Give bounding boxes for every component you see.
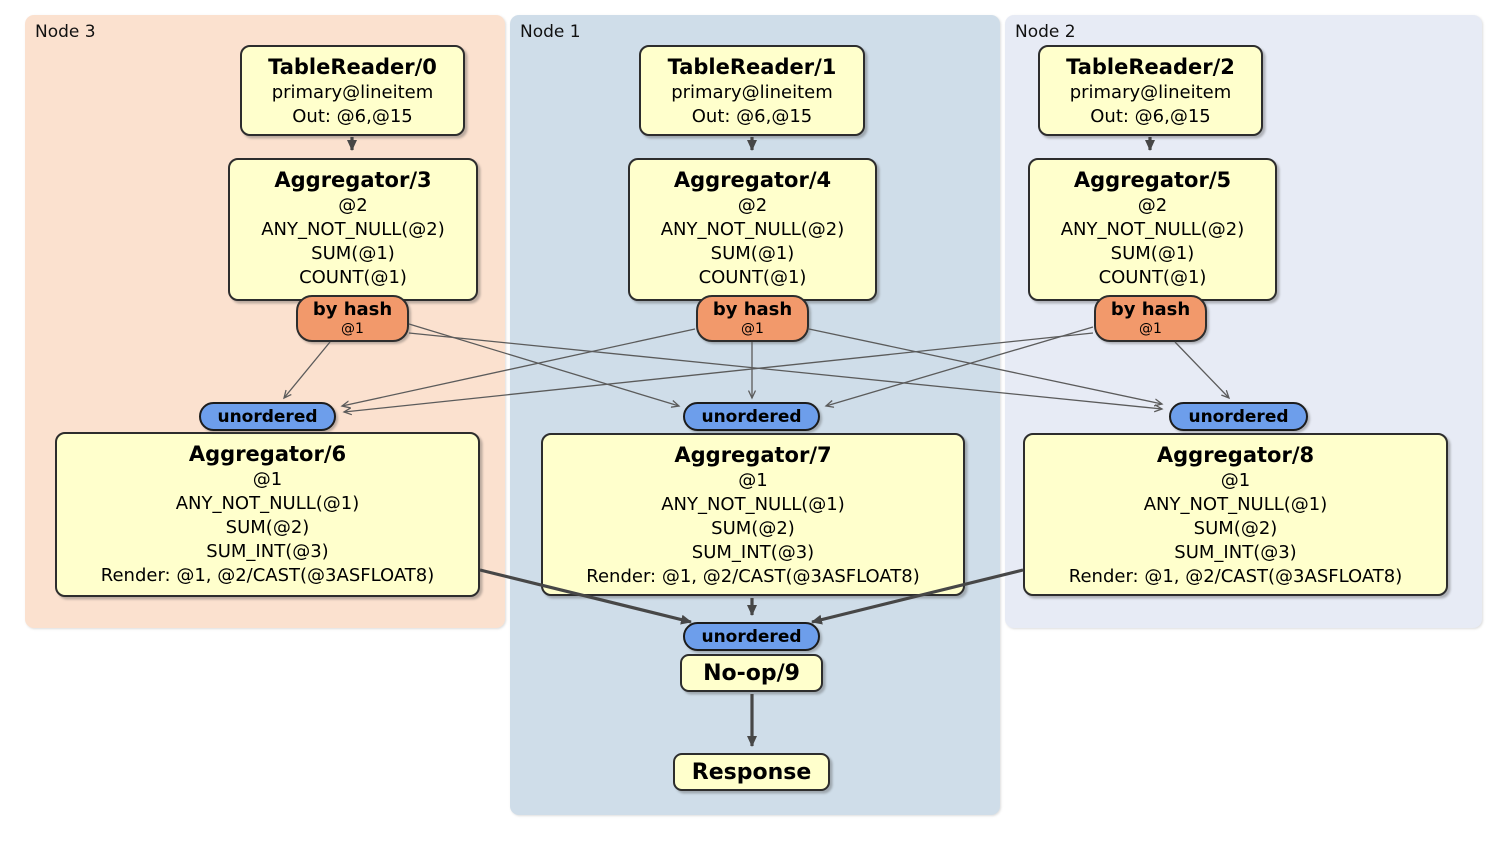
processor-detail: SUM(@1)	[710, 243, 795, 264]
by-hash-router-node1: by hash @1	[696, 295, 809, 342]
processor-title: TableReader/1	[667, 55, 837, 79]
router-detail: @1	[741, 321, 764, 337]
aggregator-4-box: Aggregator/4 @2 ANY_NOT_NULL(@2) SUM(@1)…	[628, 158, 877, 301]
processor-title: Aggregator/7	[674, 443, 832, 467]
processor-detail: ANY_NOT_NULL(@2)	[261, 219, 445, 240]
aggregator-5-box: Aggregator/5 @2 ANY_NOT_NULL(@2) SUM(@1)…	[1028, 158, 1277, 301]
processor-detail: primary@lineitem	[1069, 82, 1232, 103]
processor-detail: primary@lineitem	[271, 82, 434, 103]
node3-label: Node 3	[35, 22, 96, 42]
processor-title: Aggregator/5	[1073, 168, 1232, 192]
router-detail: @1	[341, 321, 364, 337]
router-detail: @1	[1139, 321, 1162, 337]
processor-detail: SUM(@2)	[711, 518, 795, 539]
node2-label: Node 2	[1015, 22, 1076, 42]
response-box: Response	[673, 753, 830, 791]
processor-detail: Render: @1, @2/CAST(@3ASFLOAT8)	[100, 565, 435, 586]
aggregator-3-box: Aggregator/3 @2 ANY_NOT_NULL(@2) SUM(@1)…	[228, 158, 478, 301]
processor-detail: COUNT(@1)	[1098, 267, 1207, 288]
unordered-sync-node2: unordered	[1169, 402, 1308, 431]
processor-detail: SUM_INT(@3)	[206, 541, 329, 562]
by-hash-router-node2: by hash @1	[1094, 295, 1207, 342]
processor-detail: SUM(@2)	[1193, 518, 1278, 539]
aggregator-6-box: Aggregator/6 @1 ANY_NOT_NULL(@1) SUM(@2)…	[55, 432, 480, 597]
processor-detail: @2	[1137, 195, 1168, 216]
unordered-sync-noop: unordered	[683, 622, 820, 651]
tablereader-0-box: TableReader/0 primary@lineitem Out: @6,@…	[240, 45, 465, 136]
processor-title: TableReader/2	[1066, 55, 1235, 79]
processor-detail: COUNT(@1)	[299, 267, 407, 288]
noop-9-box: No-op/9	[680, 654, 823, 692]
by-hash-router-node3: by hash @1	[296, 295, 409, 342]
processor-detail: SUM(@2)	[225, 517, 310, 538]
unordered-sync-node3: unordered	[199, 402, 336, 431]
processor-detail: SUM(@1)	[311, 243, 395, 264]
processor-detail: Out: @6,@15	[691, 106, 813, 127]
processor-detail: ANY_NOT_NULL(@2)	[660, 219, 845, 240]
aggregator-7-box: Aggregator/7 @1 ANY_NOT_NULL(@1) SUM(@2)…	[541, 433, 965, 596]
sync-label: unordered	[1188, 406, 1289, 427]
processor-detail: ANY_NOT_NULL(@1)	[661, 494, 845, 515]
processor-detail: Out: @6,@15	[292, 106, 413, 127]
sync-label: unordered	[701, 406, 802, 427]
processor-title: TableReader/0	[268, 55, 437, 79]
aggregator-8-box: Aggregator/8 @1 ANY_NOT_NULL(@1) SUM(@2)…	[1023, 433, 1448, 596]
processor-detail: @2	[338, 195, 368, 216]
sync-label: unordered	[701, 626, 802, 647]
processor-detail: SUM_INT(@3)	[691, 542, 815, 563]
processor-detail: @1	[252, 469, 283, 490]
processor-detail: ANY_NOT_NULL(@1)	[175, 493, 360, 514]
processor-title: Aggregator/6	[188, 442, 347, 466]
processor-detail: @1	[1220, 470, 1251, 491]
processor-detail: ANY_NOT_NULL(@1)	[1143, 494, 1328, 515]
processor-detail: @2	[737, 195, 768, 216]
processor-detail: Render: @1, @2/CAST(@3ASFLOAT8)	[1068, 566, 1403, 587]
router-label: by hash	[312, 299, 393, 320]
tablereader-1-box: TableReader/1 primary@lineitem Out: @6,@…	[639, 45, 865, 136]
processor-title: Aggregator/8	[1156, 443, 1315, 467]
processor-detail: primary@lineitem	[671, 82, 833, 103]
tablereader-2-box: TableReader/2 primary@lineitem Out: @6,@…	[1038, 45, 1263, 136]
processor-title: Aggregator/3	[274, 168, 432, 192]
unordered-sync-node1: unordered	[683, 402, 820, 431]
node1-label: Node 1	[520, 22, 581, 42]
processor-detail: SUM(@1)	[1110, 243, 1195, 264]
router-label: by hash	[712, 299, 793, 320]
processor-detail: Render: @1, @2/CAST(@3ASFLOAT8)	[586, 566, 920, 587]
processor-detail: Out: @6,@15	[1090, 106, 1211, 127]
processor-title: Aggregator/4	[673, 168, 832, 192]
router-label: by hash	[1110, 299, 1191, 320]
processor-detail: ANY_NOT_NULL(@2)	[1060, 219, 1245, 240]
processor-detail: COUNT(@1)	[698, 267, 807, 288]
processor-detail: SUM_INT(@3)	[1174, 542, 1297, 563]
sync-label: unordered	[217, 406, 318, 427]
processor-title: No-op/9	[703, 660, 800, 686]
processor-detail: @1	[738, 470, 768, 491]
processor-title: Response	[691, 759, 812, 785]
